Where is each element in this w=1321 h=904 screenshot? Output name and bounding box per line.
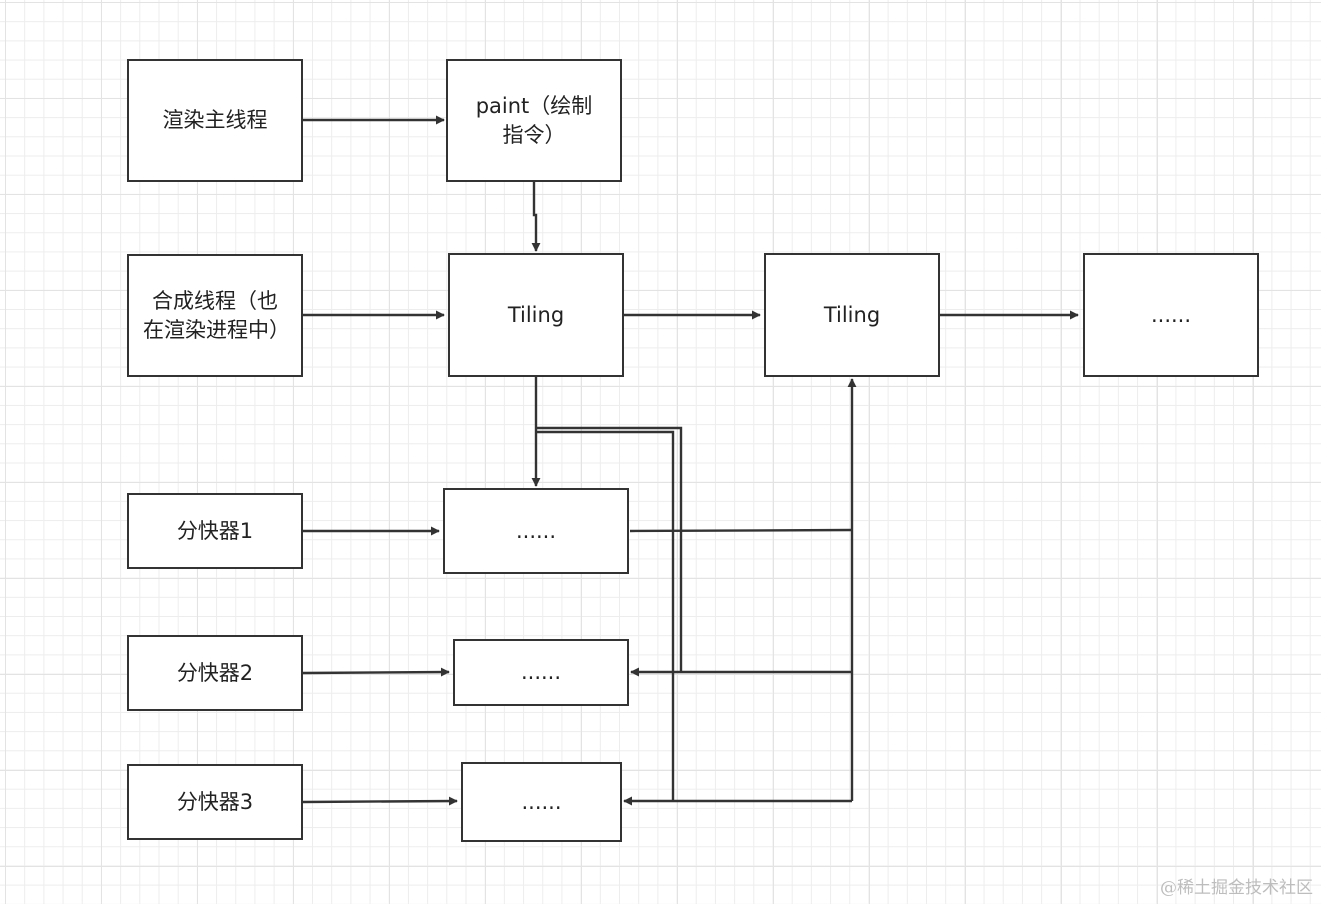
arrow-tiler3-to-tile3 [302, 796, 458, 806]
tile-box-3: ...... [461, 762, 622, 842]
line-tiling-outer [536, 426, 683, 672]
paint-label: paint（绘制指令） [475, 93, 593, 147]
tiling-box-1: Tiling [448, 253, 624, 377]
tile-box-1: ...... [443, 488, 629, 574]
tiler-box-1: 分快器1 [127, 493, 303, 569]
render-main-thread-label: 渲染主线程 [162, 108, 268, 132]
line-tile1-to-collector [629, 528, 853, 533]
tile-box-2: ...... [453, 639, 629, 706]
tile-label-1: ...... [515, 518, 557, 543]
tiler-box-2: 分快器2 [127, 635, 303, 711]
paint-box: paint（绘制指令） [446, 59, 622, 182]
tiler-label-3: 分快器3 [176, 789, 254, 814]
tile-label-3: ...... [521, 789, 562, 814]
tiler-label-2: 分快器2 [176, 660, 254, 685]
tiling-label-1: Tiling [507, 302, 565, 327]
render-main-thread-box: 渲染主线程 [127, 59, 303, 182]
tiling-label-2: Tiling [823, 302, 881, 327]
line-tiling-inner [536, 430, 675, 802]
tiler-box-3: 分快器3 [127, 764, 303, 840]
compositor-thread-label: 合成线程（也在渲染进程中） [143, 288, 290, 342]
tiler-label-1: 分快器1 [176, 518, 254, 543]
ellipsis-box: ...... [1083, 253, 1259, 377]
compositor-thread-box: 合成线程（也在渲染进程中） [127, 254, 303, 377]
ellipsis-label: ...... [1150, 302, 1192, 327]
watermark: @稀土掘金技术社区 [1160, 878, 1313, 898]
tiling-box-2: Tiling [764, 253, 940, 377]
arrow-paint-to-tiling [531, 182, 541, 252]
tile-label-2: ...... [520, 660, 562, 684]
arrow-tiler2-to-tile2 [302, 667, 450, 677]
